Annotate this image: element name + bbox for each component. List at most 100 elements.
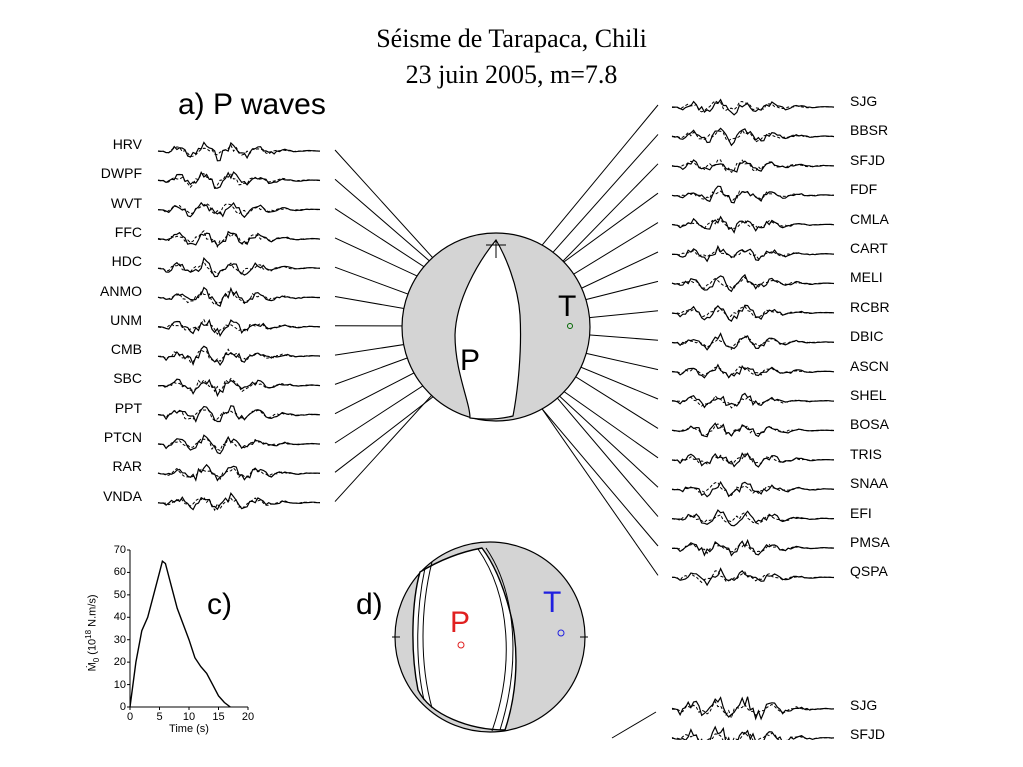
station-label-left: SBC xyxy=(113,370,142,387)
station-label-left: VNDA xyxy=(103,487,142,504)
station-label-left: UNM xyxy=(110,311,142,328)
waveform-synthetic xyxy=(158,496,320,512)
station-label-right: BOSA xyxy=(850,416,889,433)
station-label-left: CMB xyxy=(110,341,142,358)
waveform-synthetic xyxy=(671,335,835,351)
waveform-synthetic xyxy=(157,260,321,276)
waveform-synthetic xyxy=(157,144,320,158)
stf-y-label-part-close: N.m/s) xyxy=(86,593,99,630)
p-axis-marker xyxy=(457,641,465,649)
waveform-synthetic xyxy=(157,173,321,189)
waveform-observed xyxy=(671,567,835,587)
waveform-observed xyxy=(671,185,835,204)
station-label-left: PPT xyxy=(114,399,142,416)
waveform-synthetic xyxy=(671,481,835,497)
station-label-left: RAR xyxy=(112,458,142,475)
waveform-observed xyxy=(671,332,835,351)
station-label-right: BBSR xyxy=(850,122,889,139)
station-label-right: TRIS xyxy=(850,445,882,462)
stf-y-label-part-sup: 18 xyxy=(84,629,94,639)
station-label-right: QSPA xyxy=(850,563,888,580)
station-label-bottom: SFJD xyxy=(850,726,885,742)
waveform-observed xyxy=(157,171,321,189)
waveform-synthetic xyxy=(671,218,834,230)
waveform-synthetic xyxy=(157,230,321,249)
t-axis-marker-bottom xyxy=(557,629,565,637)
station-label-right: CART xyxy=(850,240,888,256)
station-label-right: MELI xyxy=(850,269,883,286)
waveform-synthetic xyxy=(157,348,321,363)
station-label-right: DBIC xyxy=(850,328,884,345)
waveform-synthetic xyxy=(671,305,834,320)
station-label-left: WVT xyxy=(110,194,142,211)
t-label-bottom: T xyxy=(543,586,562,619)
p-label-top: P xyxy=(460,344,481,377)
waveform-observed xyxy=(157,378,321,398)
waveform-synthetic xyxy=(671,190,834,203)
waveform-synthetic xyxy=(157,467,320,481)
waveform-observed xyxy=(157,286,320,308)
station-label-right: SFJD xyxy=(850,151,885,168)
beachball-bottom-white-lobe xyxy=(412,547,517,731)
stf-y-tick-label: 10 xyxy=(113,678,126,691)
nodal-plane-2 xyxy=(422,561,433,709)
stf-x-tick-label: 15 xyxy=(212,711,225,723)
waveform-synthetic xyxy=(157,377,320,393)
waveform-observed xyxy=(157,492,321,511)
focal-mechanism-bottom xyxy=(392,541,588,733)
waveform-synthetic xyxy=(157,436,321,452)
panel-a-label: a) P waves xyxy=(178,88,326,121)
stf-y-tick-label: 0 xyxy=(119,701,126,713)
waveform-synthetic xyxy=(671,246,835,260)
nodal-plane-1 xyxy=(417,567,426,701)
waveform-synthetic xyxy=(671,276,835,290)
stf-y-tick-label: 40 xyxy=(113,611,126,624)
waveform-observed xyxy=(157,463,321,482)
waveform-observed xyxy=(157,256,320,278)
panel-c-label: c) xyxy=(207,588,232,621)
stf-y-tick-label: 20 xyxy=(113,656,126,669)
stf-x-tick-label: 20 xyxy=(241,711,255,723)
stf-y-tick-label: 50 xyxy=(113,588,126,601)
stf-y-label-part-sub: 0 xyxy=(91,657,101,662)
p-label-bottom: P xyxy=(450,606,471,639)
station-label-right: ASCN xyxy=(850,357,889,374)
station-label-bottom: SJG xyxy=(850,697,878,713)
panel-d-label: d) xyxy=(356,588,383,621)
waveform-synthetic xyxy=(671,570,834,584)
station-label-left: HDC xyxy=(111,253,142,270)
stf-y-tick-label: 30 xyxy=(113,633,126,646)
station-label-right: SHEL xyxy=(850,387,887,403)
waveform-synthetic xyxy=(157,408,321,422)
waveform-observed xyxy=(157,345,321,366)
station-label-left: FFC xyxy=(114,223,142,240)
figure-title-line1: Séisme de Tarapaca, Chili xyxy=(376,24,647,53)
waveform-observed xyxy=(671,273,835,293)
waveform-observed xyxy=(671,696,835,721)
station-label-left: PTCN xyxy=(103,429,142,445)
stf-y-axis-label: Ṁ0 (1018 N.m/s) xyxy=(83,577,103,687)
bottom-clip-mask xyxy=(600,740,1023,767)
waveform-synthetic xyxy=(157,291,320,306)
waveform-observed xyxy=(671,452,835,468)
stf-x-tick-label: 10 xyxy=(182,711,196,723)
station-label-left: ANMO xyxy=(100,282,142,299)
waveform-synthetic xyxy=(672,700,835,720)
station-label-left: HRV xyxy=(112,136,142,152)
source-time-function-chart xyxy=(127,549,249,710)
waveform-synthetic xyxy=(671,366,835,379)
station-label-right: RCBR xyxy=(850,298,890,315)
bottom-connector-line xyxy=(611,711,657,739)
focal-mechanism-top xyxy=(401,232,591,422)
station-label-right: CMLA xyxy=(850,210,889,227)
station-label-right: PMSA xyxy=(850,534,890,550)
waveform-synthetic xyxy=(671,511,835,525)
waveform-synthetic xyxy=(672,159,835,173)
waveform-observed xyxy=(672,538,835,557)
stf-x-axis-label: Time (s) xyxy=(169,723,209,735)
waveform-observed xyxy=(671,98,835,116)
figure-title-line2: 23 juin 2005, m=7.8 xyxy=(405,60,618,89)
waveform-synthetic xyxy=(672,394,835,409)
stf-x-tick-label: 0 xyxy=(126,711,134,723)
